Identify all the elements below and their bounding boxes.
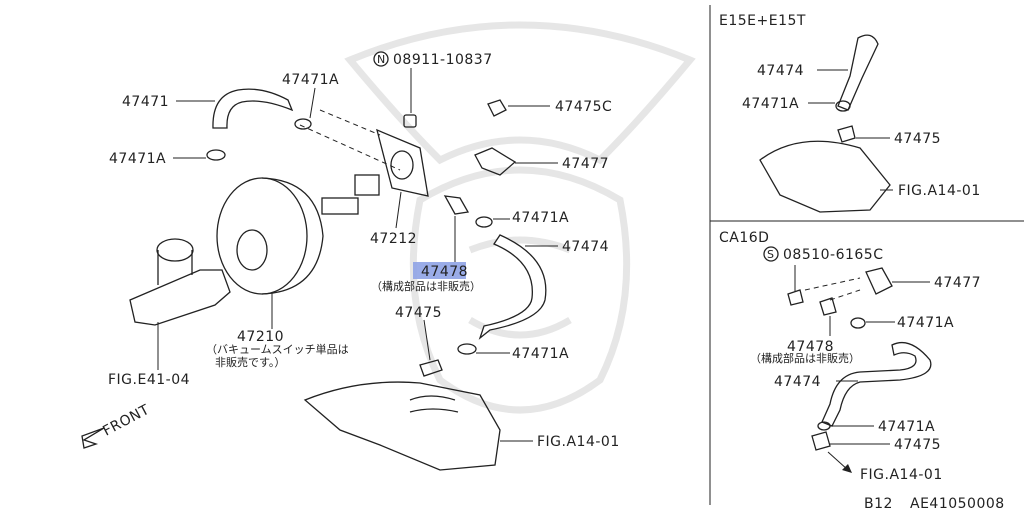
label-47471A-mid: 47471A bbox=[512, 210, 569, 226]
clamp-47471A-mid bbox=[475, 216, 493, 228]
note-47210-line2: 非販売です。） bbox=[215, 356, 285, 369]
watermark-emblem bbox=[344, 21, 696, 414]
clamp-47471A-top bbox=[294, 118, 312, 130]
ca16-label-47477: 47477 bbox=[934, 275, 981, 291]
ca16-check-valve bbox=[819, 297, 837, 316]
ca16-clamp-47471A-a bbox=[850, 317, 866, 329]
label-fig-e41: FIG.E41-04 bbox=[108, 372, 190, 388]
note-47210-line1: （バキュームスイッチ単品は bbox=[206, 342, 349, 356]
ca16-label-47478: 47478 bbox=[787, 339, 834, 355]
footer-page: B12 bbox=[864, 496, 893, 510]
e15-fitting-47475 bbox=[837, 125, 856, 143]
screw-prefix: S bbox=[767, 248, 774, 261]
valve-47477 bbox=[474, 147, 517, 176]
label-fig-a14: FIG.A14-01 bbox=[537, 434, 620, 450]
fitting-47475 bbox=[419, 359, 443, 377]
label-47477: 47477 bbox=[562, 156, 609, 172]
e15-hose-47474 bbox=[837, 34, 879, 111]
label-47471A-left: 47471A bbox=[109, 151, 166, 167]
clamp-47471A-low bbox=[457, 343, 477, 355]
master-cylinder bbox=[129, 269, 231, 326]
e15-manifold bbox=[759, 140, 891, 213]
e15-clamp-47471A bbox=[835, 100, 851, 112]
part-47475C bbox=[487, 99, 507, 117]
hose-47471 bbox=[212, 88, 294, 129]
panel-title-ca16: CA16D bbox=[719, 230, 769, 246]
ca16-arrow-icon bbox=[842, 464, 852, 473]
part-47478-highlight[interactable] bbox=[413, 262, 466, 279]
label-47212: 47212 bbox=[370, 231, 417, 247]
footer-code: AE41050008 bbox=[910, 496, 1005, 510]
label-47471A-top: 47471A bbox=[282, 72, 339, 88]
e15-label-47471A: 47471A bbox=[742, 96, 799, 112]
screw-circle-icon bbox=[763, 246, 779, 262]
gasket-47212 bbox=[376, 128, 429, 197]
ca16-note-47478: （構成部品は非販売） bbox=[750, 351, 860, 365]
bolt-circle-icon bbox=[373, 51, 389, 67]
front-arrow-icon bbox=[81, 427, 105, 449]
e15-label-47474: 47474 bbox=[757, 63, 804, 79]
label-47478: 47478 bbox=[421, 264, 468, 280]
panel-title-e15: E15E+E15T bbox=[719, 13, 806, 29]
bolt-prefix: N bbox=[377, 53, 385, 66]
label-front: FRONT bbox=[100, 402, 152, 440]
ca16-fitting-47475 bbox=[811, 431, 831, 451]
ca16-label-47475: 47475 bbox=[894, 437, 941, 453]
label-47475: 47475 bbox=[395, 305, 442, 321]
label-bolt-code: 08911-10837 bbox=[393, 52, 493, 68]
ca16-label-fig: FIG.A14-01 bbox=[860, 467, 943, 483]
ca16-valve-47477 bbox=[865, 267, 893, 295]
nut bbox=[403, 114, 417, 128]
ca16-label-47471A-a: 47471A bbox=[897, 315, 954, 331]
intake-manifold bbox=[303, 381, 501, 471]
label-47210: 47210 bbox=[237, 329, 284, 345]
hose-47474 bbox=[478, 234, 547, 340]
e15-label-fig: FIG.A14-01 bbox=[898, 183, 981, 199]
check-valve-47478 bbox=[443, 195, 470, 215]
clamp-47471A-left bbox=[206, 149, 226, 161]
ca16-label-screw: 08510-6165C bbox=[783, 247, 884, 263]
label-47474: 47474 bbox=[562, 239, 609, 255]
ca16-label-47471A-b: 47471A bbox=[878, 419, 935, 435]
ca16-screw bbox=[787, 289, 804, 306]
label-47475C: 47475C bbox=[555, 99, 612, 115]
note-47478: （構成部品は非販売） bbox=[371, 279, 481, 293]
label-47471A-low: 47471A bbox=[512, 346, 569, 362]
label-47471: 47471 bbox=[122, 94, 169, 110]
reservoir-cap bbox=[156, 238, 194, 262]
e15-label-47475: 47475 bbox=[894, 131, 941, 147]
ca16-label-47474: 47474 bbox=[774, 374, 821, 390]
